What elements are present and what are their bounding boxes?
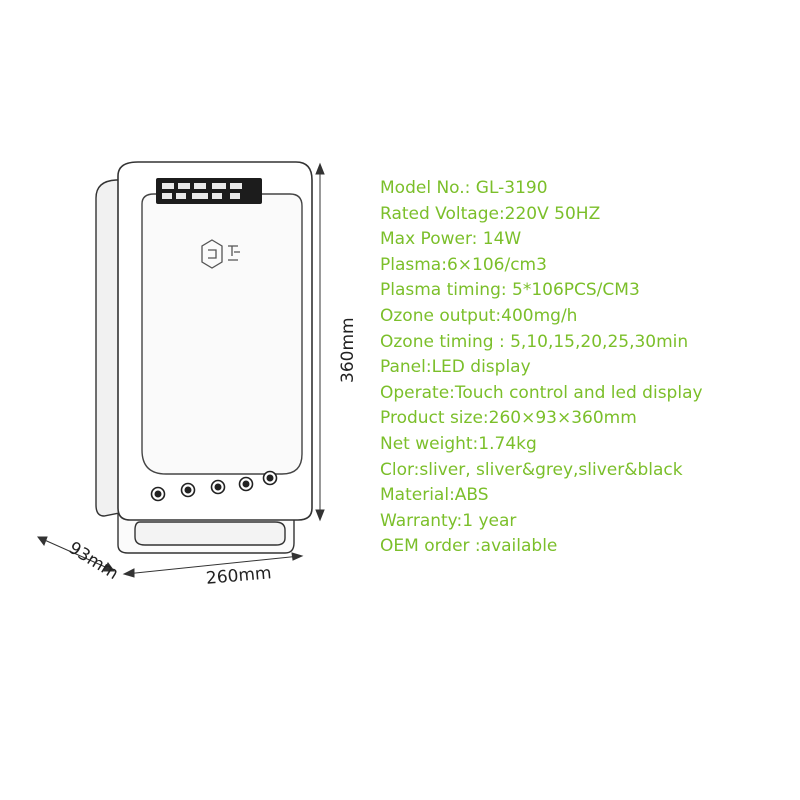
touch-button-5[interactable] bbox=[262, 470, 278, 486]
spec-warranty: Warranty:1 year bbox=[380, 510, 517, 531]
spec-product-size: Product size:260×93×360mm bbox=[380, 408, 637, 429]
touch-button-3[interactable] bbox=[210, 479, 226, 495]
led-display bbox=[156, 178, 262, 204]
spec-ozone-timing: Ozone timing : 5,10,15,20,25,30min bbox=[380, 331, 689, 352]
spec-max-power: Max Power: 14W bbox=[380, 229, 522, 250]
device-front-panel bbox=[141, 193, 303, 475]
spec-rated-voltage: Rated Voltage:220V 50HZ bbox=[380, 203, 601, 224]
spec-list: Model No.: GL-3190 Rated Voltage:220V 50… bbox=[380, 176, 703, 560]
touch-button-4[interactable] bbox=[238, 476, 254, 492]
spec-plasma: Plasma:6×106/cm3 bbox=[380, 254, 547, 275]
dimension-lines bbox=[37, 162, 325, 578]
spec-color: Clor:sliver, sliver&grey,sliver&black bbox=[380, 459, 683, 480]
product-drawing bbox=[37, 161, 325, 578]
spec-model: Model No.: GL-3190 bbox=[380, 178, 548, 198]
touch-button-2[interactable] bbox=[180, 482, 196, 498]
touch-button-row bbox=[150, 470, 278, 502]
brand-logo bbox=[201, 239, 240, 269]
spec-ozone-output: Ozone output:400mg/h bbox=[380, 305, 578, 326]
spec-operate: Operate:Touch control and led display bbox=[380, 382, 703, 403]
touch-button-1[interactable] bbox=[150, 486, 166, 502]
spec-panel: Panel:LED display bbox=[380, 357, 531, 378]
spec-oem-order: OEM order :available bbox=[380, 536, 558, 557]
dimension-height-label: 360mm bbox=[338, 317, 358, 383]
spec-plasma-timing: Plasma timing: 5*106PCS/CM3 bbox=[380, 280, 640, 301]
device-base bbox=[117, 511, 295, 554]
spec-net-weight: Net weight:1.74kg bbox=[380, 433, 537, 454]
spec-material: Material:ABS bbox=[380, 485, 489, 506]
